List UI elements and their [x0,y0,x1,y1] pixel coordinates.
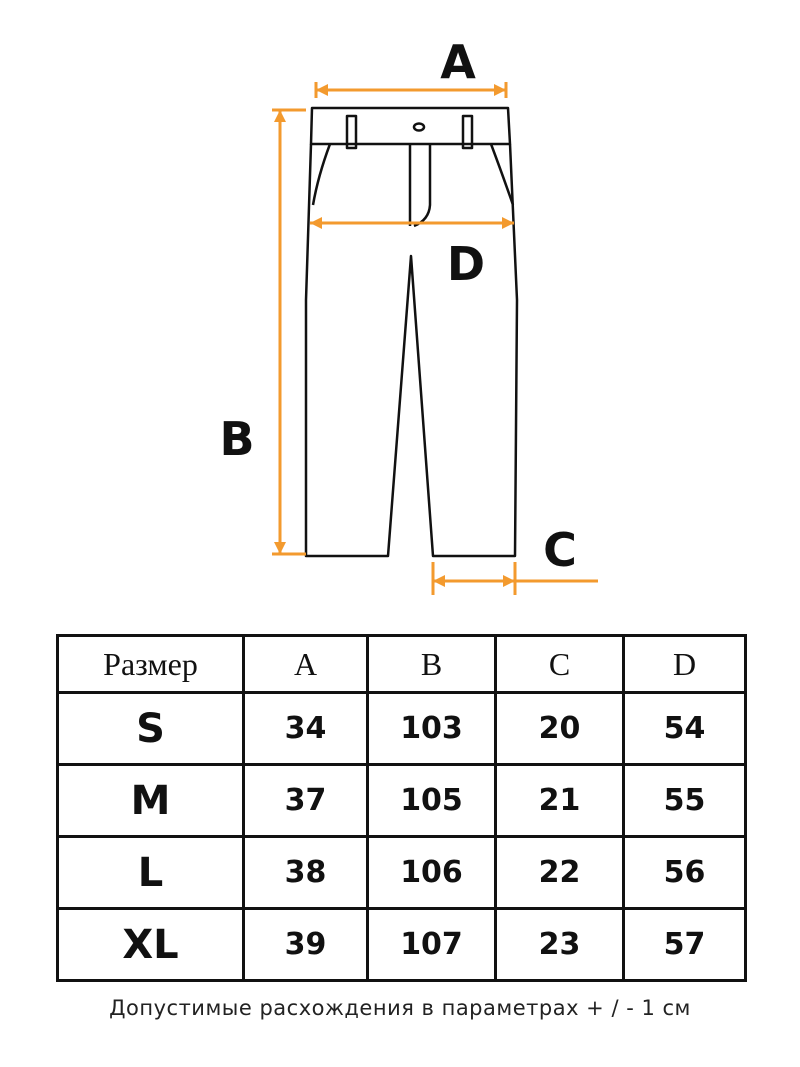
fly [408,144,432,228]
header-size: Размер [56,634,245,694]
label-d: D [447,237,485,291]
value-a: 38 [242,835,369,910]
value-a: 37 [242,763,369,838]
measure-line-b [272,108,306,556]
label-c: C [543,523,577,577]
value-d: 55 [622,763,747,838]
waist-button [412,122,426,132]
table-row: XL 39 107 23 57 [56,907,747,982]
header-d: D [622,634,747,694]
value-a: 39 [242,907,369,982]
belt-loop-right [461,114,474,150]
value-b: 107 [366,907,497,982]
waistband [309,106,512,146]
size-cell: XL [56,907,245,982]
size-cell: S [56,691,245,766]
value-d: 57 [622,907,747,982]
value-c: 23 [494,907,625,982]
header-a: A [242,634,369,694]
table-row: S 34 103 20 54 [56,691,747,766]
value-c: 20 [494,691,625,766]
value-a: 34 [242,691,369,766]
value-d: 54 [622,691,747,766]
value-b: 103 [366,691,497,766]
size-table: Размер A B C D S 34 103 20 54 M 37 105 2… [56,634,747,982]
value-b: 106 [366,835,497,910]
value-c: 22 [494,835,625,910]
table-header-row: Размер A B C D [56,634,747,694]
value-b: 105 [366,763,497,838]
table-row: M 37 105 21 55 [56,763,747,838]
pants-outline [304,106,519,558]
size-cell: M [56,763,245,838]
pocket-left [311,143,332,206]
pocket-right [489,143,515,206]
value-c: 21 [494,763,625,838]
belt-loop-left [345,114,358,150]
value-d: 56 [622,835,747,910]
measurement-lines [272,82,598,595]
pants-measurement-diagram: A B C D [219,35,598,595]
header-c: C [494,634,625,694]
tolerance-note: Допустимые расхождения в параметрах + / … [109,996,691,1020]
header-b: B [366,634,497,694]
label-b: B [219,412,254,466]
table-row: L 38 106 22 56 [56,835,747,910]
size-cell: L [56,835,245,910]
pants-body [304,143,519,558]
label-a: A [440,35,476,89]
measure-line-a [314,82,508,98]
measure-line-c [431,562,598,595]
measure-line-d [310,217,514,229]
